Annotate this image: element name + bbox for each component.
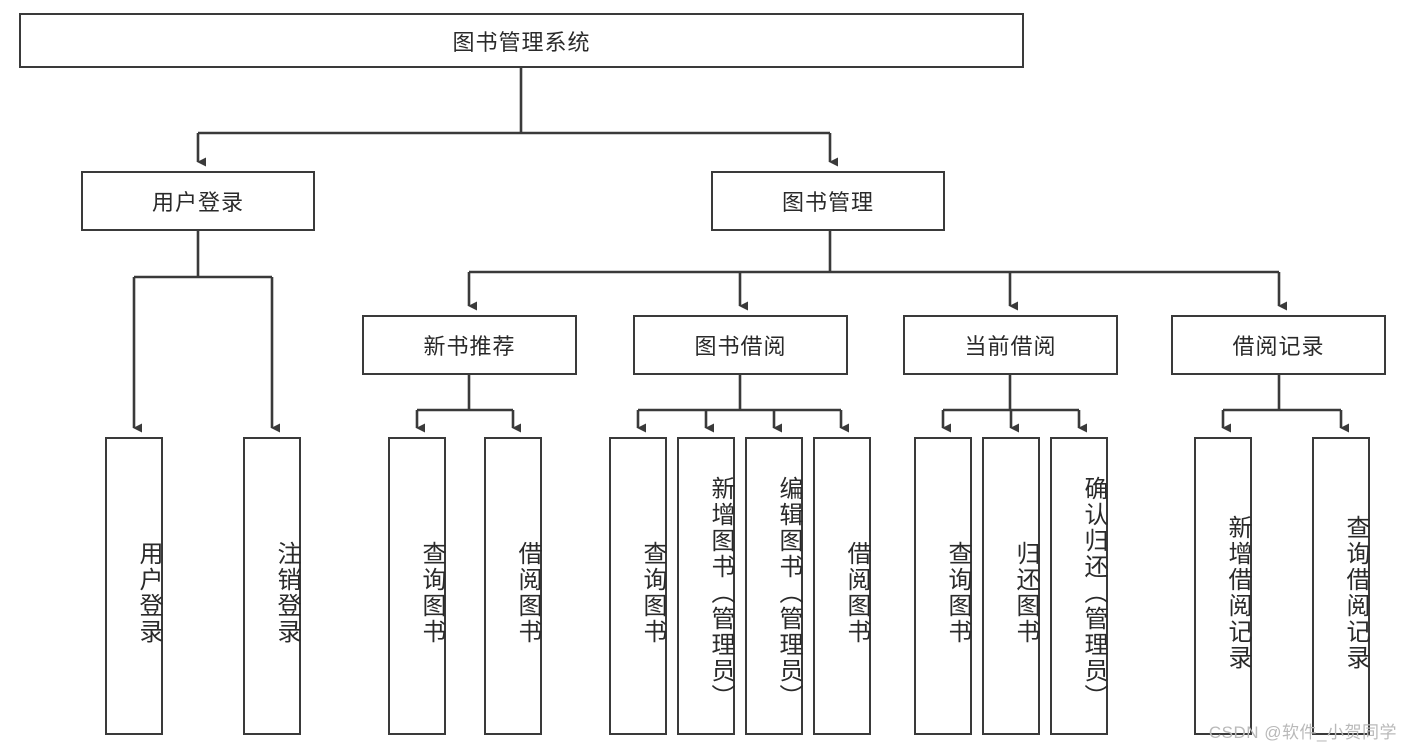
node-label: 确认归还（管理员）	[1080, 476, 1107, 710]
node-new-book-recommend[interactable]: 新书推荐	[362, 315, 577, 375]
leaf-new-book-query[interactable]: 查询图书	[388, 437, 446, 735]
node-label: 借阅图书	[514, 541, 541, 645]
leaf-user-login-login[interactable]: 用户登录	[105, 437, 163, 735]
node-label: 图书管理	[781, 190, 874, 215]
leaf-book-borrow-add[interactable]: 新增图书（管理员）	[677, 437, 735, 735]
node-label: 查询图书	[639, 541, 666, 645]
node-book-management[interactable]: 图书管理	[711, 171, 945, 231]
leaf-user-login-logout[interactable]: 注销登录	[243, 437, 301, 735]
node-borrow-record[interactable]: 借阅记录	[1171, 315, 1386, 375]
node-label: 当前借阅	[964, 334, 1057, 359]
node-label: 图书管理系统	[452, 29, 591, 55]
node-label: 编辑图书（管理员）	[775, 476, 802, 710]
leaf-current-borrow-query[interactable]: 查询图书	[914, 437, 972, 735]
node-label: 归还图书	[1012, 541, 1039, 645]
node-book-borrow[interactable]: 图书借阅	[633, 315, 848, 375]
node-label: 查询图书	[944, 541, 971, 645]
leaf-current-borrow-confirm-return[interactable]: 确认归还（管理员）	[1050, 437, 1108, 735]
node-label: 查询图书	[418, 541, 445, 645]
leaf-borrow-record-add[interactable]: 新增借阅记录	[1194, 437, 1252, 735]
node-label: 新增借阅记录	[1224, 515, 1251, 671]
node-label: 图书借阅	[694, 334, 787, 359]
leaf-current-borrow-return[interactable]: 归还图书	[982, 437, 1040, 735]
leaf-borrow-record-query[interactable]: 查询借阅记录	[1312, 437, 1370, 735]
leaf-book-borrow-edit[interactable]: 编辑图书（管理员）	[745, 437, 803, 735]
node-label: 用户登录	[151, 190, 244, 215]
node-label: 查询借阅记录	[1342, 515, 1369, 671]
node-label: 借阅记录	[1232, 334, 1325, 359]
node-label: 用户登录	[135, 541, 162, 645]
node-label: 注销登录	[273, 541, 300, 645]
node-label: 新书推荐	[423, 334, 516, 359]
node-label: 借阅图书	[843, 541, 870, 645]
node-current-borrow[interactable]: 当前借阅	[903, 315, 1118, 375]
node-user-login[interactable]: 用户登录	[81, 171, 315, 231]
watermark-text: CSDN @软件_小贺同学	[1208, 723, 1397, 742]
leaf-new-book-borrow[interactable]: 借阅图书	[484, 437, 542, 735]
leaf-book-borrow-query[interactable]: 查询图书	[609, 437, 667, 735]
node-root-book-management-system[interactable]: 图书管理系统	[19, 13, 1024, 68]
leaf-book-borrow-borrow[interactable]: 借阅图书	[813, 437, 871, 735]
node-label: 新增图书（管理员）	[707, 476, 734, 710]
